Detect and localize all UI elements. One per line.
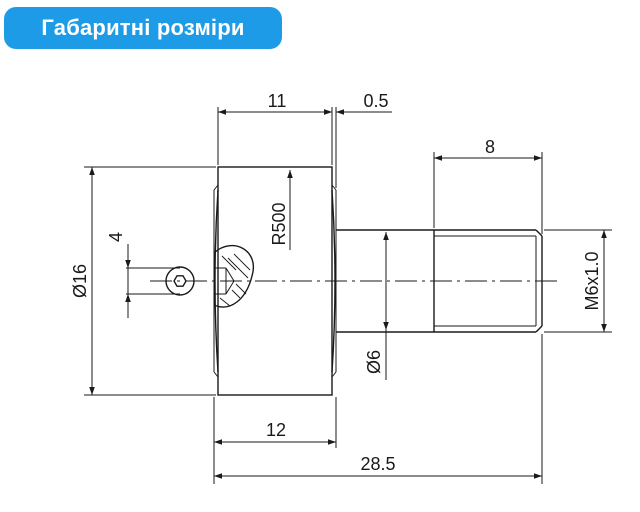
thread-section (434, 229, 543, 333)
dim-label-28-5: 28.5 (360, 454, 395, 474)
dim-label-dia-6: Ø6 (364, 350, 384, 374)
dim-label-dia-16: Ø16 (70, 264, 90, 298)
page-title: Габаритні розміри (41, 15, 245, 40)
roller-body (213, 166, 337, 396)
section-cutout (213, 244, 255, 308)
dim-label-m6: M6x1.0 (582, 251, 602, 310)
dim-label-8: 8 (485, 137, 495, 157)
hex-socket (126, 266, 195, 296)
shaft (336, 229, 435, 333)
extension-lines (84, 107, 612, 484)
dim-label-11: 11 (268, 91, 287, 111)
dimension-lines (89, 109, 607, 479)
dim-label-4: 4 (106, 232, 126, 242)
title-badge: Габаритні розміри (4, 7, 282, 49)
dim-label-12: 12 (266, 420, 286, 440)
dim-label-0-5: 0.5 (363, 91, 388, 111)
dim-label-r500: R500 (269, 202, 289, 245)
